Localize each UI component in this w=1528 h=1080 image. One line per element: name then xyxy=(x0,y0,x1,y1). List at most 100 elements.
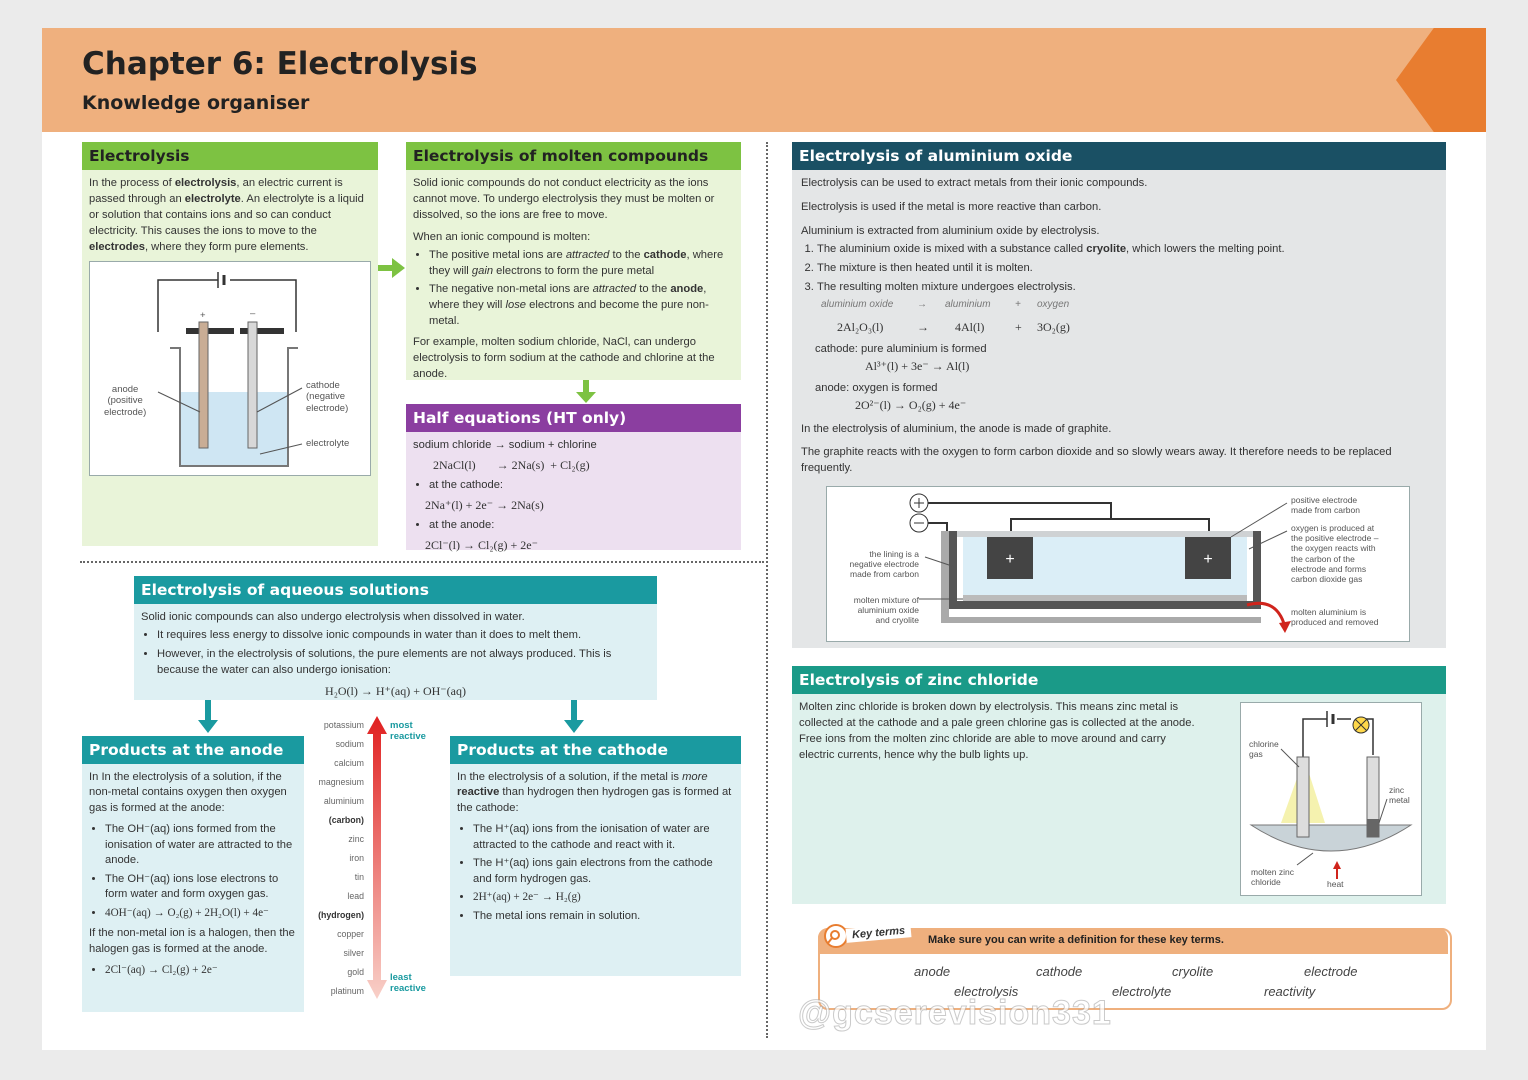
aluminium-p2: Electrolysis is used if the metal is mor… xyxy=(801,200,1102,213)
anode-products-intro: In In the electrolysis of a solution, if… xyxy=(89,771,287,814)
aluminium-anode-note: anode: oxygen is formed xyxy=(815,381,938,394)
half-anode-equation: 2Cl⁻(l) → Cl₂(g) + 2e⁻ xyxy=(425,537,538,552)
reactivity-series-item: magnesium xyxy=(318,777,364,787)
reactivity-series-item: gold xyxy=(347,967,364,977)
reactivity-series-item: iron xyxy=(349,853,364,863)
zinc-metal-label: zinc metal xyxy=(1389,785,1410,806)
key-term-cathode: cathode xyxy=(1036,964,1083,979)
molten-when: When an ionic compound is molten: xyxy=(413,230,591,243)
key-term-reactivity: reactivity xyxy=(1264,984,1316,999)
zinc-cell-svg xyxy=(1249,711,1413,879)
electrolysis-body: In the process of electrolysis, an elect… xyxy=(82,170,378,268)
vertical-divider xyxy=(766,142,768,1038)
reactivity-series-item: lead xyxy=(347,891,364,901)
cathode-bullet-gain: The H⁺(aq) ions gain electrons from the … xyxy=(473,856,734,887)
aluminium-oxide-section: Electrolysis of aluminium oxide Electrol… xyxy=(792,142,1446,648)
aluminium-cathode-note: cathode: pure aluminium is formed xyxy=(815,342,987,355)
anode-plus-sign: + xyxy=(200,310,206,321)
aluminium-p5: The graphite reacts with the oxygen to f… xyxy=(801,446,1392,475)
electrolysis-cell-diagram: + – anode (positive electrode) cathode (… xyxy=(89,261,371,476)
half-equations-section: Half equations (HT only) sodium chloride… xyxy=(406,404,741,552)
molten-zinc-label: molten zinc chloride xyxy=(1251,867,1294,888)
aluminium-word-equation: aluminium oxide → aluminium + oxygen xyxy=(821,299,1070,311)
electrolyte-label: electrolyte xyxy=(306,438,350,449)
cathode-hydrogen-equation: 2H⁺(aq) + 2e⁻ → H₂(g) xyxy=(473,890,734,905)
cathode-products-heading: Products at the cathode xyxy=(450,736,741,764)
aluminium-heading: Electrolysis of aluminium oxide xyxy=(792,142,1446,170)
zinc-heading: Electrolysis of zinc chloride xyxy=(792,666,1446,694)
cathode-clip xyxy=(240,328,284,334)
reactivity-series-item: zinc xyxy=(348,834,364,844)
key-terms-prompt: Make sure you can write a definition for… xyxy=(928,934,1224,946)
anode-rod xyxy=(198,321,209,449)
aluminium-step-1: The aluminium oxide is mixed with a subs… xyxy=(817,242,1439,258)
reactivity-series-item: calcium xyxy=(334,758,364,768)
anode-bullet-attracted: The OH⁻(aq) ions formed from the ionisat… xyxy=(105,822,297,868)
aqueous-solutions-section: Electrolysis of aqueous solutions Solid … xyxy=(134,576,657,700)
aqueous-bullet-ionisation: However, in the electrolysis of solution… xyxy=(157,647,650,679)
electrolyte-liquid xyxy=(180,392,288,466)
molten-bullet-cathode: The positive metal ions are attracted to… xyxy=(429,248,734,280)
chapter-banner: Chapter 6: Electrolysis Knowledge organi… xyxy=(42,28,1486,132)
arrow-down-icon xyxy=(576,380,596,403)
water-ionisation-equation: H₂O(l) → H⁺(aq) + OH⁻(aq) xyxy=(325,683,466,698)
aluminium-steps: The aluminium oxide is mixed with a subs… xyxy=(801,242,1439,296)
half-equations-heading: Half equations (HT only) xyxy=(406,404,741,432)
key-terms-icon xyxy=(824,924,848,948)
oxygen-produced-label: oxygen is produced at the positive elect… xyxy=(1291,523,1379,584)
reactivity-series-item: potassium xyxy=(323,720,364,730)
cathode-label: cathode (negative electrode) xyxy=(306,380,349,414)
aluminium-symbol-equation: 2Al₂O₃(l) → 4Al(l) + 3O₂(g) xyxy=(837,319,1070,334)
molten-bullet-anode: The negative non-metal ions are attracte… xyxy=(429,282,734,330)
aluminium-cathode-equation: Al³⁺(l) + 3e⁻ → Al(l) xyxy=(865,358,970,373)
electrolysis-definition: In the process of electrolysis, an elect… xyxy=(89,177,364,253)
cathode-pointer xyxy=(256,387,303,413)
anode-chlorine-equation: 2Cl⁻(aq) → Cl₂(g) + 2e⁻ xyxy=(105,963,297,978)
anode-products-heading: Products at the anode xyxy=(82,736,304,764)
svg-text:+: + xyxy=(1203,551,1212,568)
half-cathode-label: at the cathode: xyxy=(429,478,734,494)
arrow-down-anode-icon xyxy=(198,700,218,733)
aluminium-cell-svg: + + xyxy=(909,493,1291,633)
cathode-rod xyxy=(247,321,258,449)
key-term-anode: anode xyxy=(914,964,951,979)
least-reactive-label: least reactive xyxy=(390,972,426,995)
aqueous-heading: Electrolysis of aqueous solutions xyxy=(134,576,657,604)
chlorine-gas-label: chlorine gas xyxy=(1249,739,1279,760)
page-subtitle: Knowledge organiser xyxy=(82,92,310,114)
reactivity-series-item: tin xyxy=(354,872,364,882)
anode-products-section: Products at the anode In In the electrol… xyxy=(82,736,304,1012)
reactivity-series-item: aluminium xyxy=(323,796,364,806)
cathode-bullet-attracted: The H⁺(aq) ions from the ionisation of w… xyxy=(473,822,734,853)
key-terms-section: Key terms Make sure you can write a defi… xyxy=(810,923,1452,1010)
watermark-text: @gcserevision331 xyxy=(798,994,1112,1033)
electrolyte-pointer xyxy=(259,443,303,455)
reactivity-series-item: (carbon) xyxy=(328,815,364,825)
cathode-products-section: Products at the cathode In the electroly… xyxy=(450,736,741,976)
anode-pointer xyxy=(157,391,201,413)
molten-mixture-label: molten mixture of aluminium oxide and cr… xyxy=(853,595,919,626)
electrolysis-cell-svg xyxy=(157,272,303,467)
aqueous-intro: Solid ionic compounds can also undergo e… xyxy=(141,611,525,623)
beaker xyxy=(170,347,298,467)
cathode-products-intro: In the electrolysis of a solution, if th… xyxy=(457,771,732,814)
aqueous-bullet-energy: It requires less energy to dissolve ioni… xyxy=(157,628,650,644)
reactivity-series-item: silver xyxy=(343,948,364,958)
anode-bullet-lose: The OH⁻(aq) ions lose electrons to form … xyxy=(105,872,297,903)
half-anode-label: at the anode: xyxy=(429,518,734,534)
circuit-wire xyxy=(157,279,297,332)
molten-compounds-section: Electrolysis of molten compounds Solid i… xyxy=(406,142,741,380)
key-term-electrolyte: electrolyte xyxy=(1112,984,1172,999)
page-title: Chapter 6: Electrolysis xyxy=(82,46,478,82)
half-symbol-equation: 2NaCl(l) → 2Na(s) + Cl₂(g) xyxy=(433,457,590,472)
arrow-right-icon xyxy=(378,258,405,278)
anode-label: anode (positive electrode) xyxy=(104,384,147,418)
key-terms-header-bar xyxy=(818,928,1448,954)
aluminium-removed-label: molten aluminium is produced and removed xyxy=(1291,607,1379,628)
aluminium-anode-equation: 2O²⁻(l) → O₂(g) + 4e⁻ xyxy=(855,397,967,412)
svg-text:+: + xyxy=(1005,551,1014,568)
zinc-chloride-section: Electrolysis of zinc chloride Molten zin… xyxy=(792,666,1446,904)
horizontal-divider xyxy=(80,561,764,563)
zinc-body: Molten zinc chloride is broken down by e… xyxy=(799,701,1195,761)
